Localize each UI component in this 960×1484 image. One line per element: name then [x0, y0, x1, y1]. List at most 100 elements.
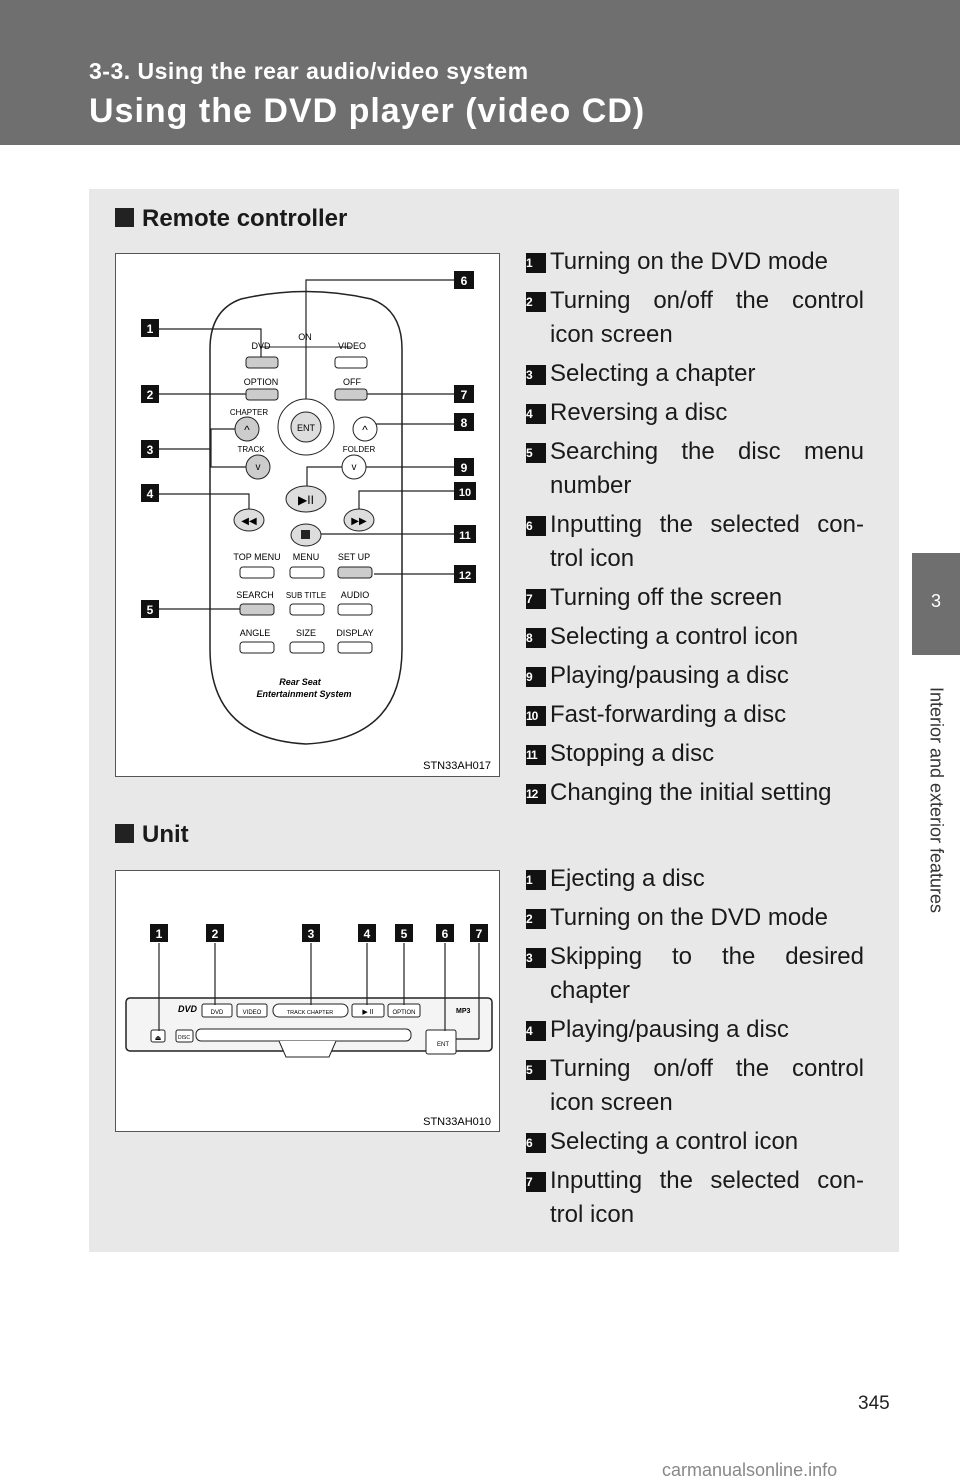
video-button[interactable] — [334, 356, 368, 369]
dvd-logo-icon: DVD — [178, 1004, 198, 1014]
chapter-label: CHAPTER — [230, 408, 268, 417]
size-label: SIZE — [296, 628, 316, 638]
play-pause-label: ▶ II — [362, 1009, 373, 1016]
callout-2: 2 — [147, 388, 154, 402]
remote-body — [209, 290, 403, 745]
unit-figure: DVD VIDEO TRACK CHAPTER ▶ II OPTION DISC… — [115, 870, 500, 1132]
dvd-label: DVD — [251, 341, 271, 351]
track-chapter-label: TRACK CHAPTER — [287, 1010, 333, 1016]
on-label: ON — [298, 332, 312, 342]
callout-boxes: 1 2 3 4 5 6 7 — [150, 924, 488, 942]
square-bullet-icon — [115, 824, 134, 843]
callout-boxes: 1 2 3 4 5 6 7 8 9 10 11 12 — [141, 271, 476, 618]
play-pause-icon: ▶II — [298, 493, 314, 507]
remote-heading-text: Remote controller — [142, 205, 348, 232]
chevron-up-icon: ^ — [362, 423, 368, 437]
watermark: carmanualsonline.info — [662, 1460, 838, 1480]
option-label: OPTION — [244, 377, 279, 387]
set-up-button[interactable] — [337, 566, 373, 579]
chapter-tab[interactable]: 3 — [912, 553, 960, 655]
disc-button — [175, 1029, 194, 1043]
unit-diagram: DVD VIDEO TRACK CHAPTER ▶ II OPTION DISC… — [125, 924, 493, 1128]
page-header: 3-3. Using the rear audio/video system U… — [0, 0, 960, 145]
ent-button[interactable] — [290, 411, 322, 443]
callout-6: 6 — [442, 927, 449, 941]
option-label: OPTION — [392, 1010, 415, 1016]
callout-1: 1 — [156, 927, 163, 941]
folder-down-button[interactable] — [341, 454, 367, 480]
chapter-tab-label: Interior and exterior features — [926, 686, 947, 914]
remote-figure: ON DVD VIDEO OPTION OFF ENT CHAPTER ^ TR… — [115, 253, 500, 777]
fast-forward-button[interactable] — [343, 508, 375, 532]
audio-button[interactable] — [337, 603, 373, 616]
callout-10: 10 — [459, 487, 471, 499]
menu-label: MENU — [293, 552, 320, 562]
callout-12: 12 — [459, 570, 471, 582]
callout-11: 11 — [459, 530, 471, 542]
track-label: TRACK — [237, 445, 265, 454]
section-subtitle: 3-3. Using the rear audio/video system — [89, 58, 529, 84]
reverse-button[interactable] — [233, 508, 265, 532]
chevron-up-icon: ^ — [244, 423, 250, 437]
callout-4: 4 — [147, 487, 154, 501]
search-button[interactable] — [239, 603, 275, 616]
display-label: DISPLAY — [336, 628, 373, 638]
unit-heading: Unit — [115, 821, 189, 849]
chevron-down-icon: v — [256, 462, 261, 473]
rewind-icon: ◀◀ — [241, 516, 257, 527]
top-menu-button[interactable] — [239, 566, 275, 579]
off-button[interactable] — [334, 388, 368, 401]
callout-7: 7 — [476, 927, 483, 941]
chapter-up-button[interactable] — [234, 416, 260, 442]
ent-label: ENT — [437, 1042, 449, 1048]
video-label: VIDEO — [243, 1010, 262, 1016]
direction-pad — [425, 1029, 457, 1055]
chapter-down-button[interactable] — [245, 454, 271, 480]
sub-title-button[interactable] — [289, 603, 325, 616]
page-title: Using the DVD player (video CD) — [89, 92, 646, 130]
play-pause-button[interactable] — [285, 485, 327, 513]
menu-button[interactable] — [289, 566, 325, 579]
size-button[interactable] — [289, 641, 325, 654]
dvd-label: DVD — [211, 1010, 224, 1016]
eject-icon: ⏏ — [155, 1035, 162, 1042]
set-up-label: SET UP — [338, 552, 370, 562]
folder-up-button[interactable] — [352, 416, 378, 442]
option-button[interactable] — [245, 388, 279, 401]
callout-4: 4 — [364, 927, 371, 941]
page-number: 345 — [858, 1393, 890, 1414]
callout-1: 1 — [147, 322, 154, 336]
unit-heading-text: Unit — [142, 821, 189, 848]
ent-label: ENT — [297, 423, 316, 433]
display-button[interactable] — [337, 641, 373, 654]
dvd-button[interactable] — [245, 356, 279, 369]
figure-id: STN33AH010 — [423, 1116, 491, 1128]
square-bullet-icon — [115, 208, 134, 227]
audio-label: AUDIO — [341, 590, 370, 600]
off-label: OFF — [343, 377, 361, 387]
brand-line-1: Rear Seat — [279, 677, 322, 687]
video-label: VIDEO — [338, 341, 366, 351]
callout-9: 9 — [461, 461, 468, 475]
angle-button[interactable] — [239, 641, 275, 654]
play-pause-button — [351, 1003, 385, 1018]
folder-label: FOLDER — [343, 445, 376, 454]
leader-lines — [158, 279, 456, 610]
angle-label: ANGLE — [240, 628, 271, 638]
